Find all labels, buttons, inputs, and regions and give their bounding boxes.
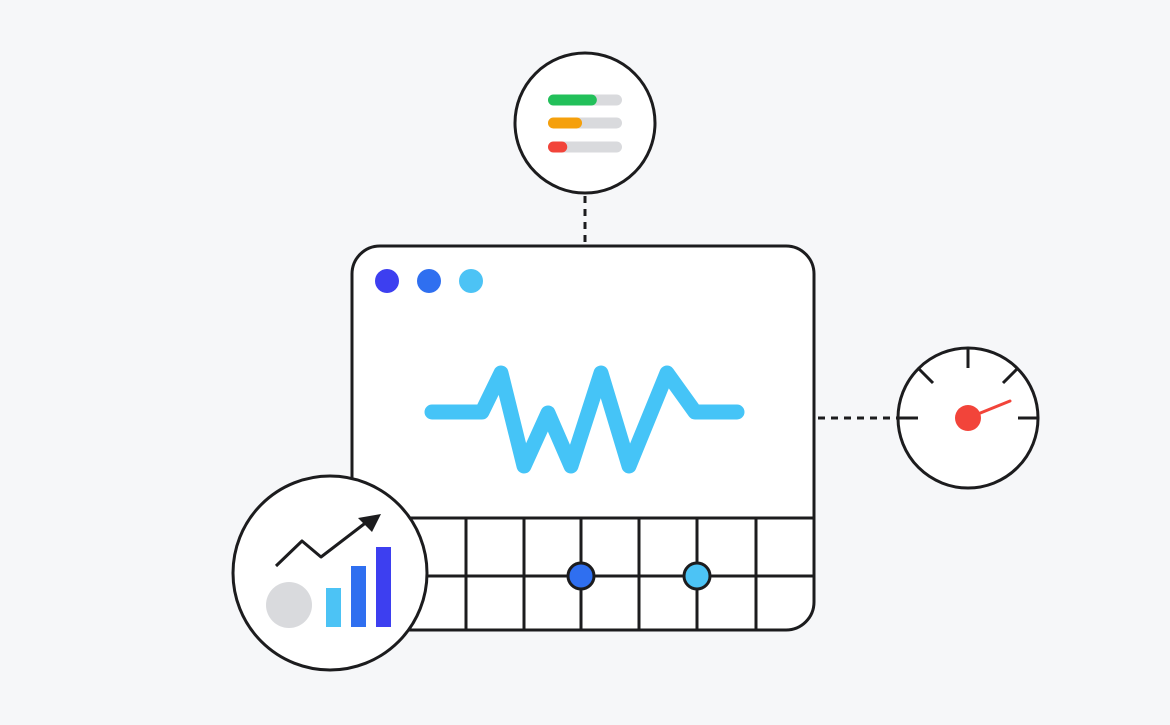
trend-arrow-head xyxy=(358,514,381,532)
gauge-hub xyxy=(955,405,981,431)
window-dot-1 xyxy=(375,269,399,293)
waveform-icon xyxy=(424,365,745,474)
status-bar-fill-orange xyxy=(548,117,583,129)
growth-bar-2 xyxy=(351,566,366,627)
window-dot-2 xyxy=(417,269,441,293)
growth-circle xyxy=(231,474,429,672)
gauge-badge xyxy=(896,346,1040,490)
grid-node-1 xyxy=(566,561,596,591)
speedometer-icon xyxy=(899,349,1037,431)
growth-bar-3 xyxy=(376,547,391,627)
status-bars-icon xyxy=(548,94,622,153)
status-bar-fill-red xyxy=(548,141,568,153)
grid-node-2 xyxy=(682,561,712,591)
gauge-tick-upper-right xyxy=(1001,367,1019,385)
growth-chart-icon xyxy=(266,514,391,628)
trend-line xyxy=(274,519,369,568)
gauge-tick-upper-left xyxy=(917,367,935,385)
window-dot-3 xyxy=(459,269,483,293)
status-bars-badge xyxy=(513,51,657,195)
status-bar-fill-green xyxy=(548,94,597,106)
growth-bar-1 xyxy=(326,588,341,627)
growth-grey-circle xyxy=(266,582,312,628)
growth-badge xyxy=(231,474,429,672)
